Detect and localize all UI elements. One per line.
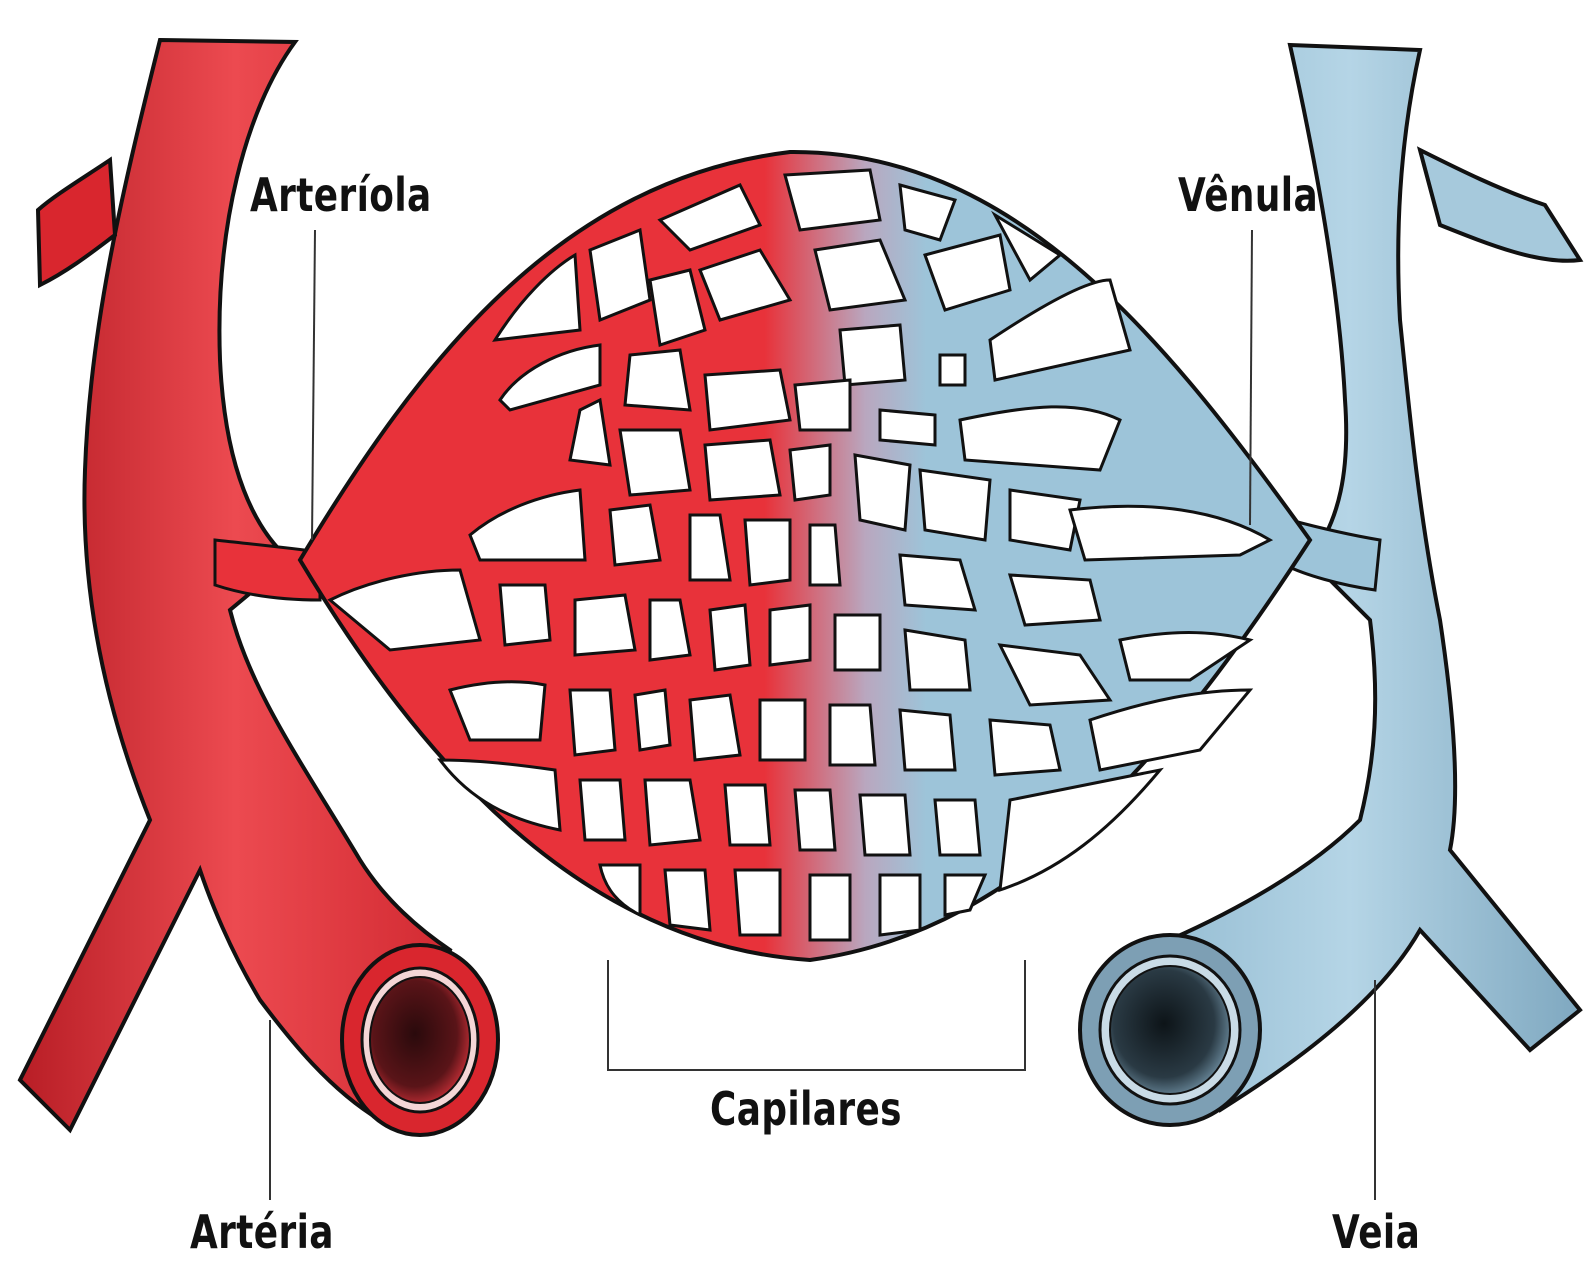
label-veia: Veia	[1332, 1205, 1420, 1259]
label-venula: Vênula	[1178, 168, 1318, 222]
leader-arteriola	[312, 230, 315, 540]
artery-lumen	[370, 977, 470, 1103]
vein-branch-upper	[1420, 150, 1580, 261]
vein-lumen	[1110, 966, 1230, 1094]
label-arteriola: Arteríola	[250, 168, 432, 222]
bracket-capilares	[608, 960, 1025, 1070]
capillary-bed	[300, 152, 1310, 960]
label-capilares: Capilares	[710, 1082, 902, 1136]
artery-branch-upper	[38, 160, 115, 285]
label-arteria: Artéria	[190, 1205, 334, 1259]
